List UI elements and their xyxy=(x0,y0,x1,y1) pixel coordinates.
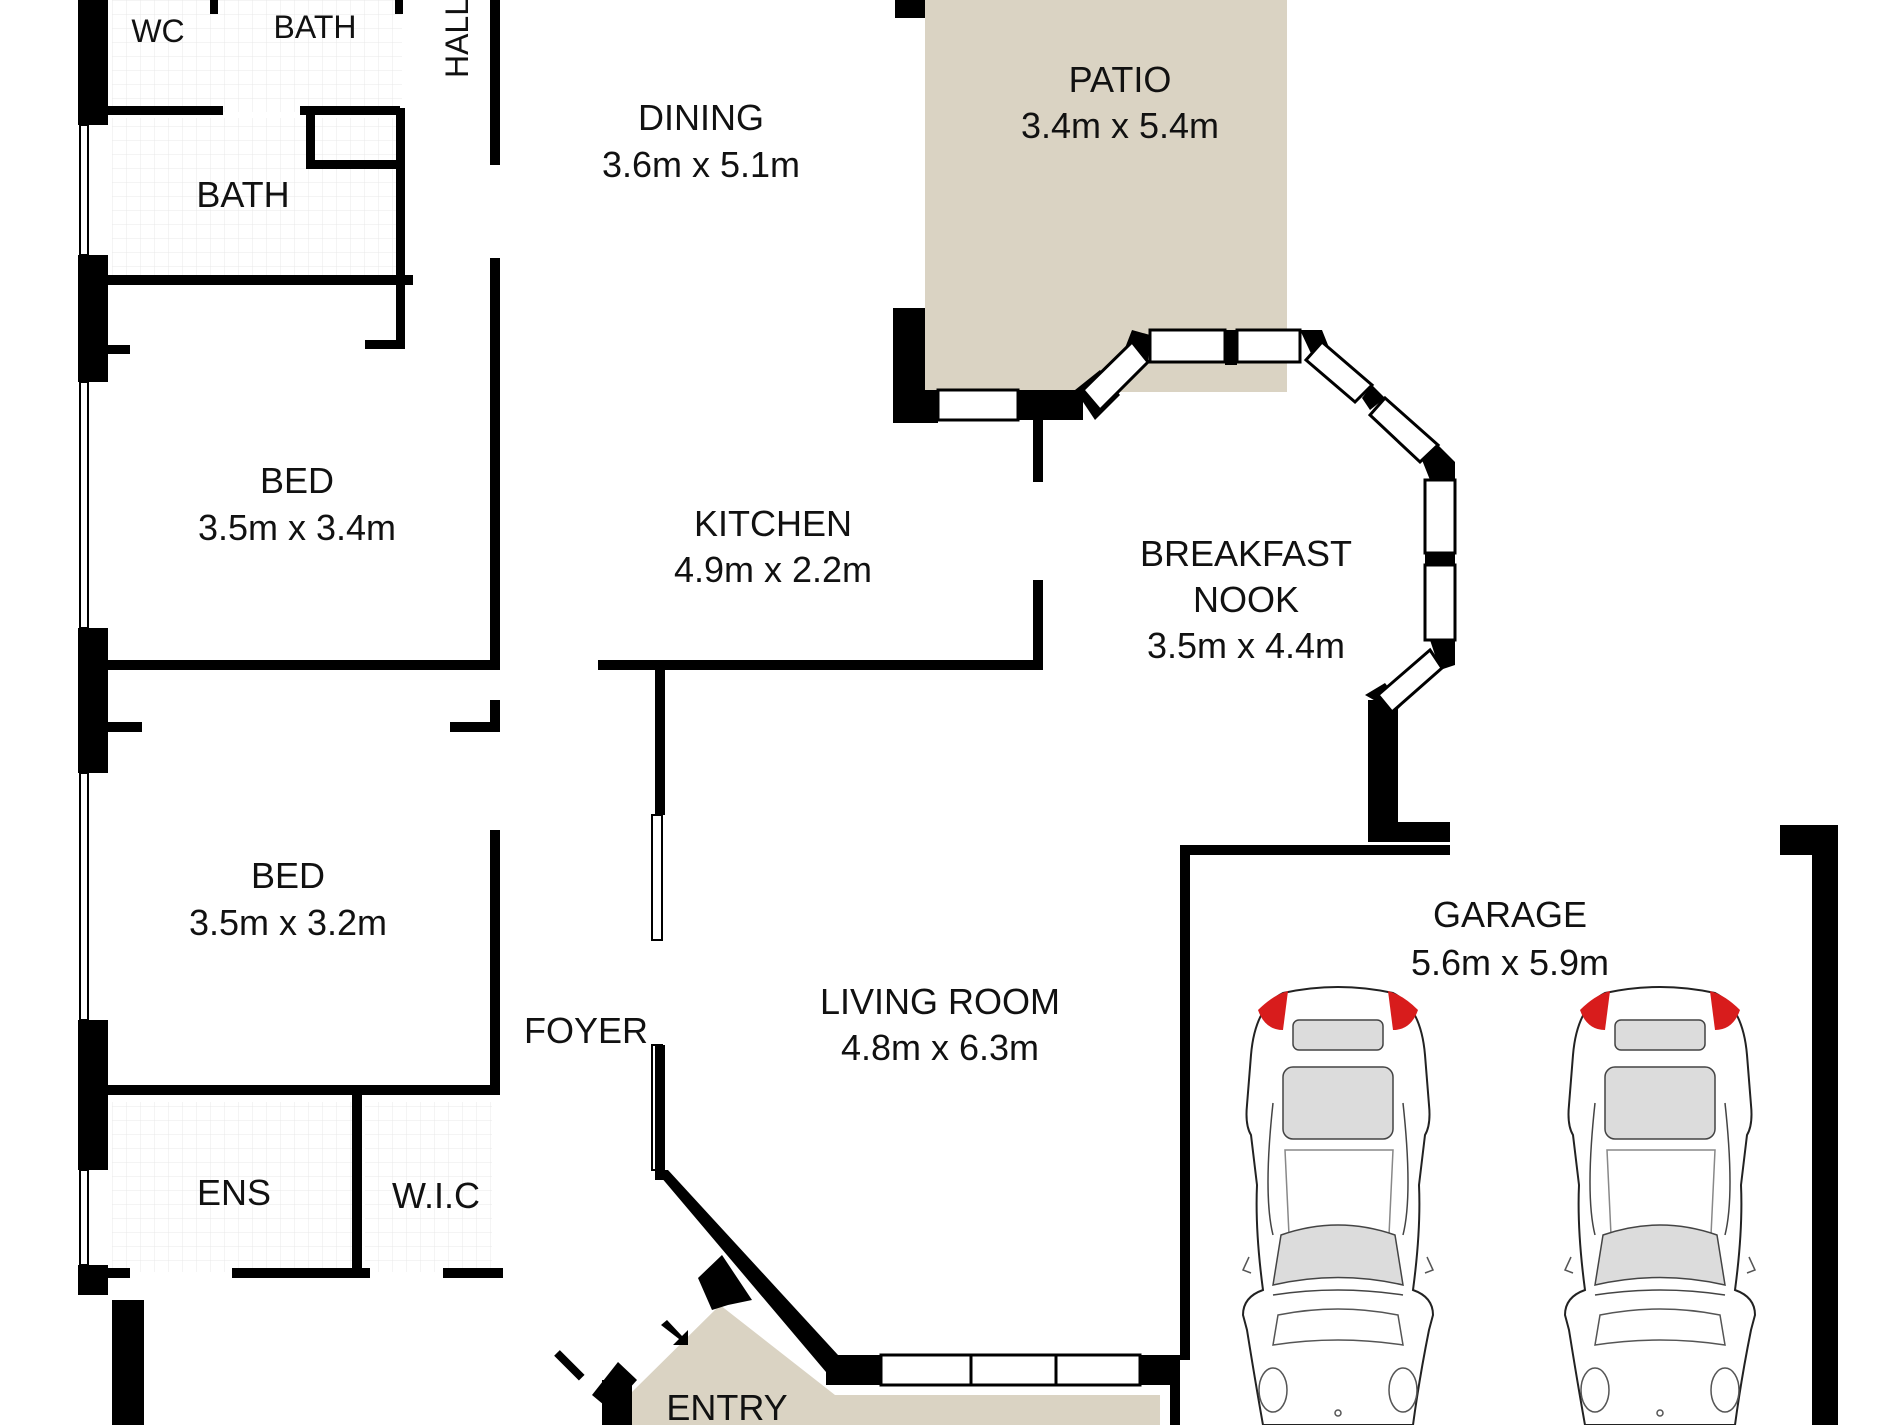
breakfast-name-1: BREAKFAST xyxy=(1140,533,1352,574)
bath-label: BATH xyxy=(196,174,289,215)
car-icon xyxy=(1563,986,1757,1425)
patio-floor xyxy=(925,0,1287,392)
bath-top-label: BATH xyxy=(274,9,357,45)
ens-label: ENS xyxy=(197,1172,271,1213)
breakfast-size: 3.5m x 4.4m xyxy=(1147,625,1345,666)
bed1-size: 3.5m x 3.4m xyxy=(198,507,396,548)
foyer-glass xyxy=(651,814,663,1171)
patio-size: 3.4m x 5.4m xyxy=(1021,105,1219,146)
garage-name: GARAGE xyxy=(1433,894,1587,935)
wc-bath-tiles xyxy=(112,0,402,112)
foyer-label: FOYER xyxy=(524,1010,648,1051)
living-name: LIVING ROOM xyxy=(820,981,1060,1022)
floor-fills xyxy=(112,0,1287,1425)
bed2-name: BED xyxy=(251,855,325,896)
car-icon xyxy=(1241,986,1435,1425)
entry-arrow-icon xyxy=(661,1320,688,1345)
bath-tiles xyxy=(112,118,402,280)
entry-label: ENTRY xyxy=(666,1387,787,1425)
dining-name: DINING xyxy=(638,97,764,138)
windows xyxy=(879,328,1457,1387)
dining-size: 3.6m x 5.1m xyxy=(602,144,800,185)
breakfast-name-2: NOOK xyxy=(1193,579,1299,620)
living-size: 4.8m x 6.3m xyxy=(841,1027,1039,1068)
hall-label: HALL xyxy=(439,0,475,78)
bed1-name: BED xyxy=(260,460,334,501)
garage-size: 5.6m x 5.9m xyxy=(1411,942,1609,983)
ens-tiles xyxy=(112,1102,357,1272)
wic-label: W.I.C xyxy=(392,1175,480,1216)
entry-floor xyxy=(632,1305,1160,1425)
bed2-size: 3.5m x 3.2m xyxy=(189,902,387,943)
patio-name: PATIO xyxy=(1069,59,1172,100)
wc-label: WC xyxy=(131,13,184,49)
kitchen-name: KITCHEN xyxy=(694,503,852,544)
room-labels: WC BATH HALL BATH DINING 3.6m x 5.1m PAT… xyxy=(131,0,1609,1425)
kitchen-size: 4.9m x 2.2m xyxy=(674,549,872,590)
wic-tiles xyxy=(365,1102,492,1272)
